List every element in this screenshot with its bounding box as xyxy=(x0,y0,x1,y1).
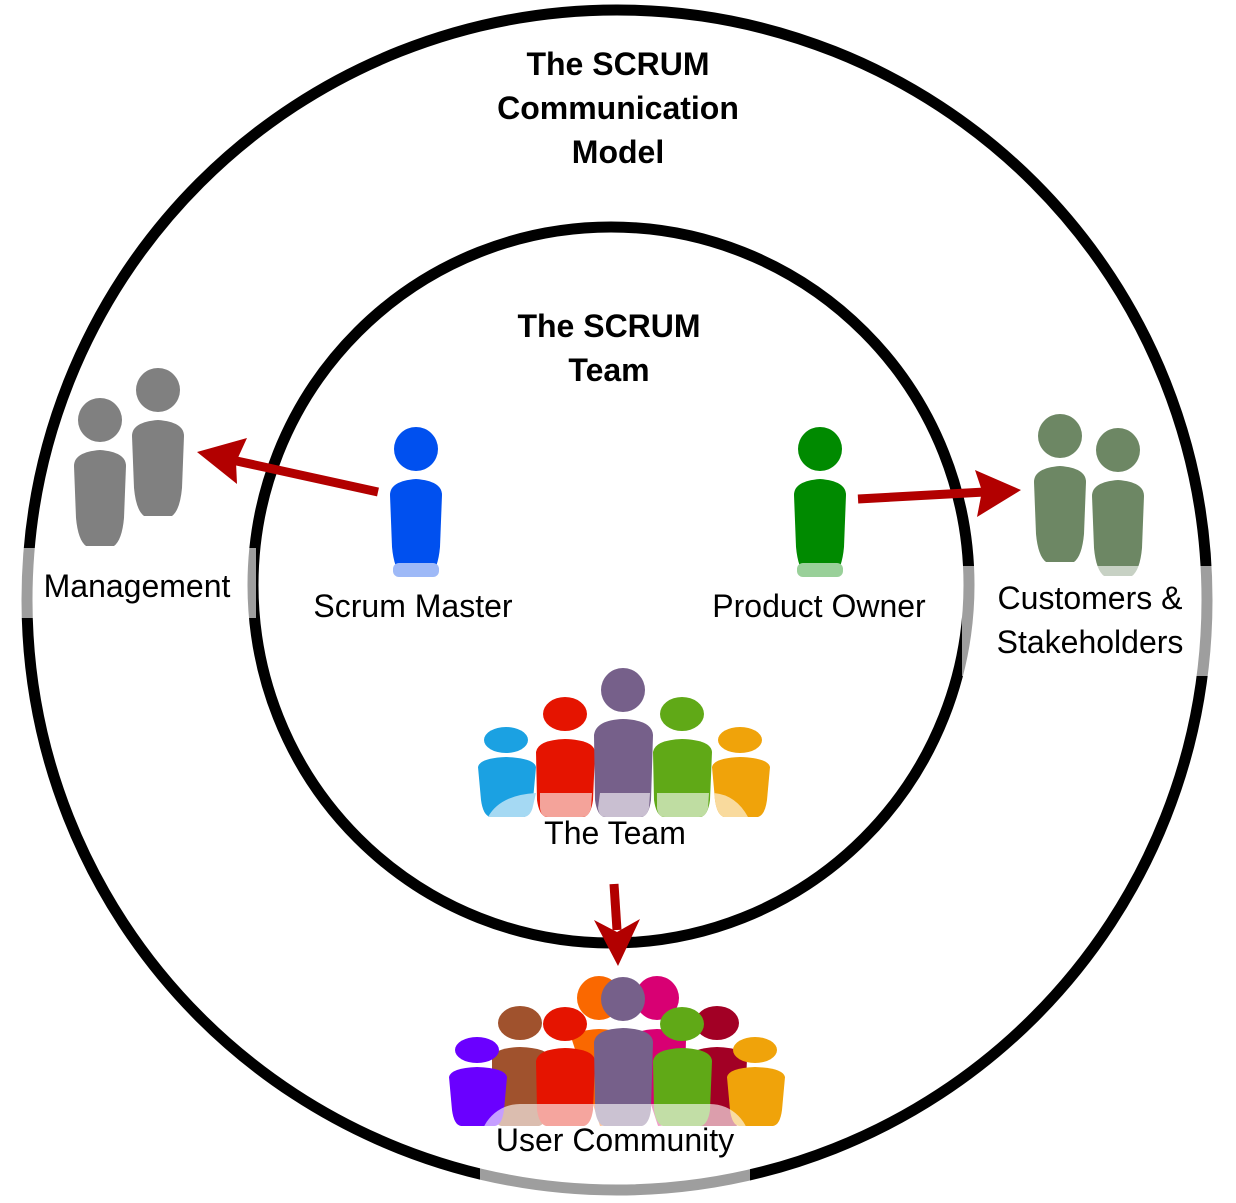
customers-stakeholders-icon xyxy=(1034,414,1144,576)
user-community-label: User Community xyxy=(480,1104,750,1200)
customers-stakeholders-label: Customers & Stakeholders xyxy=(962,566,1218,676)
team-icon xyxy=(478,668,770,817)
scrum-master-icon xyxy=(390,427,442,577)
customers-label-line-2: Stakeholders xyxy=(996,624,1184,660)
management-icon xyxy=(74,368,184,546)
scrum-team-title-line-2: Team xyxy=(568,352,650,388)
team-member-blue-icon xyxy=(478,727,536,817)
team-member-purple-icon xyxy=(594,668,653,817)
management-label-text: Management xyxy=(43,568,231,604)
title-line-1: The SCRUM xyxy=(526,46,710,82)
team-member-red-icon xyxy=(536,697,595,817)
arrow-team-to-user-community xyxy=(594,883,640,966)
arrow-scrum-master-to-management xyxy=(197,438,379,497)
team-member-green-icon xyxy=(653,697,712,817)
scrum-team-title-line-1: The SCRUM xyxy=(517,308,701,344)
diagram-title: The SCRUM Communication Model xyxy=(468,42,768,174)
title-line-2: Communication xyxy=(497,90,739,126)
scrum-master-label: Scrum Master xyxy=(313,588,513,624)
product-owner-icon xyxy=(794,427,846,577)
arrow-product-owner-to-customers xyxy=(857,470,1021,517)
team-label: The Team xyxy=(544,815,686,851)
product-owner-label: Product Owner xyxy=(712,588,926,624)
user-community-label-text: User Community xyxy=(495,1122,735,1158)
management-label: Management xyxy=(18,548,256,618)
scrum-team-title: The SCRUM Team xyxy=(459,304,759,392)
team-member-orange-icon xyxy=(712,727,770,817)
title-line-3: Model xyxy=(571,134,665,170)
customers-label-line-1: Customers & xyxy=(997,580,1183,616)
